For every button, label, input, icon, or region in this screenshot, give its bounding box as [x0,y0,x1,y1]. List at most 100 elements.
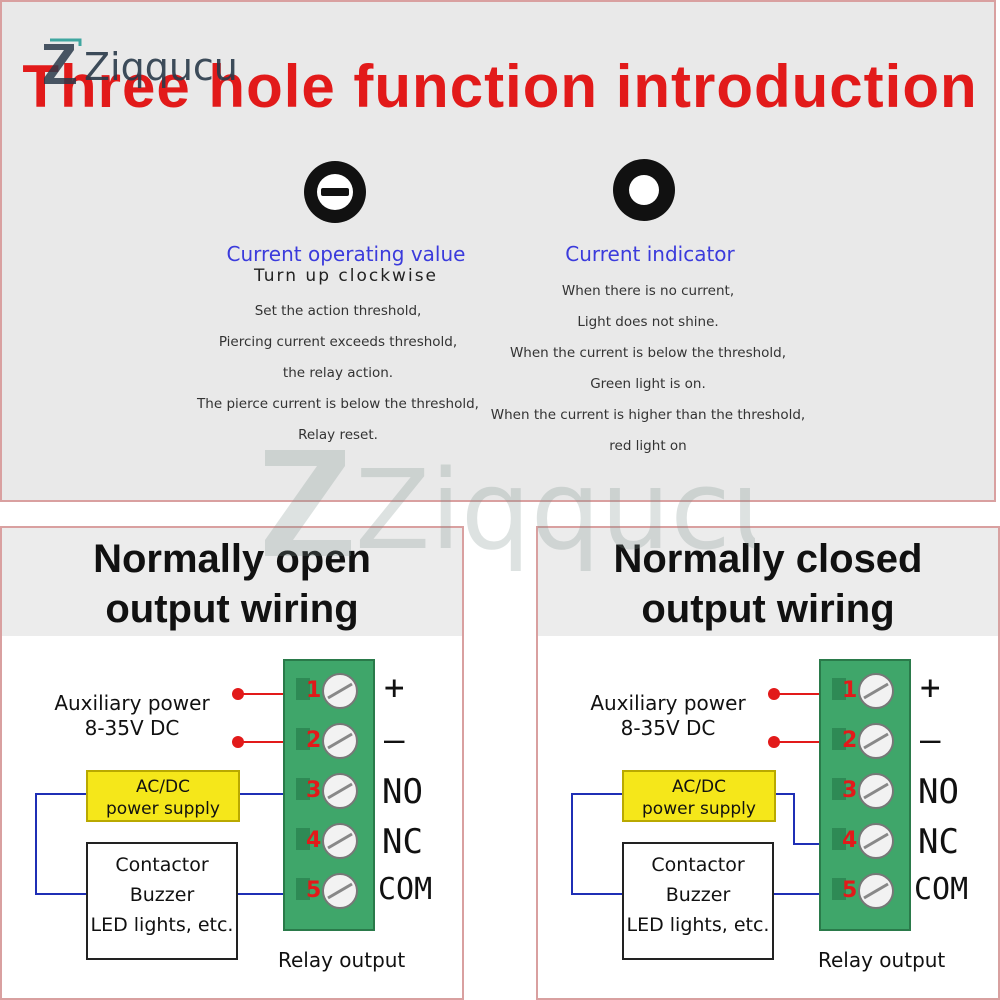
terminal-number: 4 [306,828,322,853]
terminal-nc-label: NC [918,822,959,862]
terminal-screw-icon [322,773,358,809]
description-line: Light does not shine. [577,314,719,330]
aux-plus-dot [768,688,780,700]
terminal-screw-icon [858,773,894,809]
supply-to-nc-wire [776,793,834,845]
terminal-slot [296,678,310,700]
current-indicator-heading: Current indicator [565,242,735,266]
potentiometer-knob-icon [304,161,366,223]
normally-closed-wiring-panel: Normally closed output wiring Auxiliary … [536,526,1000,1000]
load-line: Buzzer [665,884,731,906]
terminal-screw-icon [858,873,894,909]
load-line: Buzzer [129,884,195,906]
description-line: red light on [609,438,687,454]
description-line: Green light is on. [590,376,706,392]
description-line: When the current is below the threshold, [509,345,787,361]
supply-line: AC/DC [672,777,726,797]
terminal-number: 2 [306,728,322,753]
terminal-number: 1 [306,678,322,703]
terminal-slot [296,728,310,750]
panel-title-line: Normally open [93,537,371,581]
terminal-com-label: COM [914,872,969,907]
terminal-minus-label: — [384,720,405,760]
supply-line: power supply [642,799,756,819]
terminal-plus-label: + [920,668,941,708]
panel-title: Normally open output wiring [2,534,462,634]
indicator-description: When there is no current, Light does not… [478,276,818,462]
brand-watermark: Ziqqucu [265,446,755,574]
terminal-screw-icon [858,823,894,859]
aux-power-voltage: 8-35V DC [84,716,180,740]
watermark-text: Ziqqucu [355,446,755,574]
terminal-nc-label: NC [382,822,423,862]
operating-value-description: Set the action threshold, Piercing curre… [168,296,508,451]
terminal-screw-icon [858,723,894,759]
terminal-number: 5 [842,878,858,903]
panel-title-line: output wiring [105,587,359,631]
aux-power-line: Auxiliary power [54,691,210,715]
load-line: Contactor [115,854,209,876]
description-line: The pierce current is below the threshol… [197,396,479,412]
terminal-slot [832,728,846,750]
terminal-com-label: COM [378,872,433,907]
ac-dc-power-supply-box: AC/DC power supply [86,770,240,822]
load-line: Contactor [651,854,745,876]
description-line: Set the action threshold, [254,303,422,319]
brand-logo: Ziqqucu [44,38,238,88]
aux-power-line: Auxiliary power [590,691,746,715]
relay-output-label: Relay output [818,948,946,972]
panel-title-line: Normally closed [613,537,923,581]
terminal-slot [296,878,310,900]
terminal-plus-label: + [384,668,405,708]
description-line: Piercing current exceeds threshold, [218,334,458,350]
description-line: the relay action. [282,365,394,381]
description-line: When there is no current, [561,283,735,299]
panel-title: Normally closed output wiring [538,534,998,634]
brand-text: Ziqqucu [84,45,238,88]
supply-line: power supply [106,799,220,819]
normally-open-wiring-diagram [35,659,375,931]
terminal-number: 5 [306,878,322,903]
indicator-light-icon [613,159,675,221]
terminal-slot [832,678,846,700]
current-operating-value-heading: Current operating value [226,242,466,266]
panel-title-line: output wiring [641,587,895,631]
terminal-number: 1 [842,678,858,703]
panel-header [538,528,998,636]
terminal-number: 2 [842,728,858,753]
terminal-screw-icon [858,673,894,709]
terminal-number: 4 [842,828,858,853]
aux-minus-dot [768,736,780,748]
panel-header [2,528,462,636]
ac-dc-power-supply-box: AC/DC power supply [622,770,776,822]
terminal-slot [296,828,310,850]
aux-minus-dot [232,736,244,748]
turn-up-clockwise-text: Turn up clockwise [253,266,439,286]
aux-power-voltage: 8-35V DC [620,716,716,740]
terminal-minus-label: — [920,720,941,760]
supply-to-load-loop-wire [35,793,86,895]
terminal-slot [832,828,846,850]
supply-to-load-loop-wire [571,793,622,895]
terminal-number: 3 [306,778,322,803]
terminal-no-label: NO [382,772,423,812]
normally-open-wiring-panel: Normally open output wiring Auxiliary po… [0,526,464,1000]
load-line: LED lights, etc. [90,914,234,936]
terminal-slot [296,778,310,800]
aux-power-label: Auxiliary power 8-35V DC [42,691,222,741]
terminal-slot [832,778,846,800]
terminal-screw-icon [322,823,358,859]
description-line: When the current is higher than the thre… [490,407,806,423]
relay-output-label: Relay output [278,948,406,972]
load-device-box: Contactor Buzzer LED lights, etc. [622,842,774,960]
terminal-screw-icon [322,873,358,909]
load-device-box: Contactor Buzzer LED lights, etc. [86,842,238,960]
aux-plus-dot [232,688,244,700]
page-title: Three hole function introduction [22,53,978,120]
terminal-screw-icon [322,723,358,759]
load-line: LED lights, etc. [626,914,770,936]
normally-closed-wiring-diagram [571,659,911,931]
terminal-screw-icon [322,673,358,709]
function-intro-panel [0,0,996,502]
aux-power-label: Auxiliary power 8-35V DC [578,691,758,741]
